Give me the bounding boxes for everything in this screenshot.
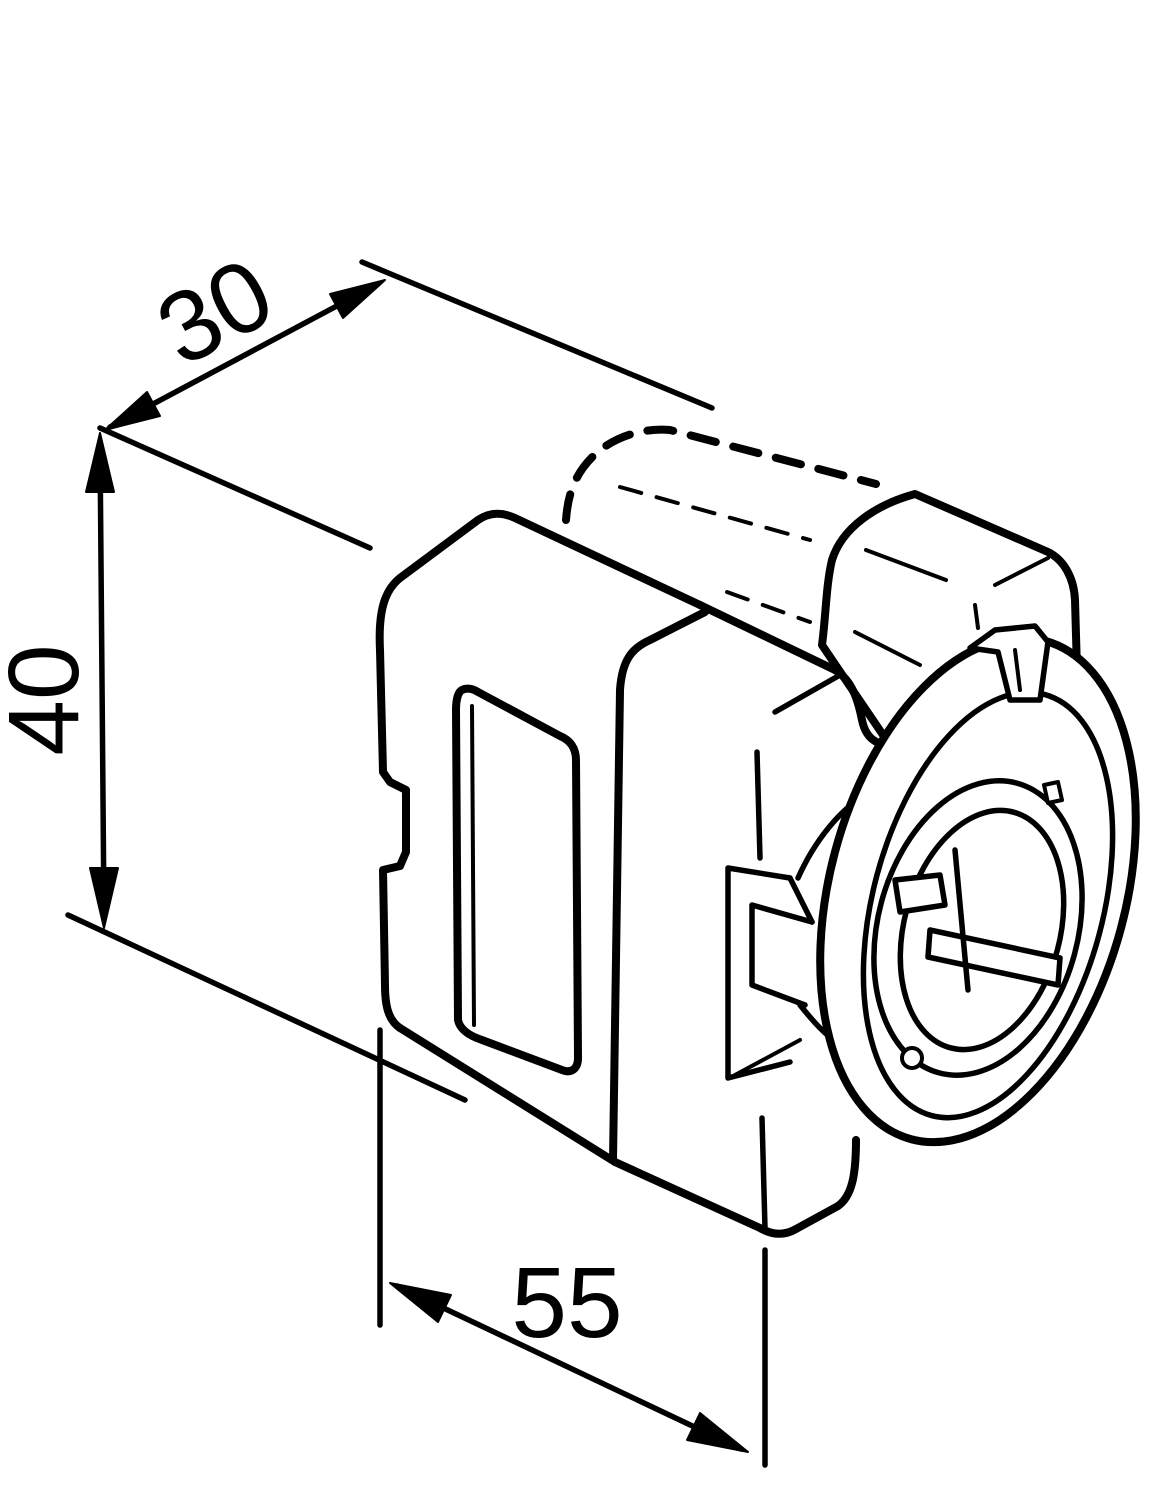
depth-extension-line xyxy=(359,259,715,411)
hidden-lower-edge xyxy=(725,590,812,624)
hidden-top-curve xyxy=(562,425,880,524)
connector-lower-edge xyxy=(733,1038,802,1077)
knob-edge-lower xyxy=(853,630,922,667)
side-connector xyxy=(725,865,815,1081)
front-block-outline xyxy=(375,509,704,1032)
height-label: 40 xyxy=(0,644,100,755)
height-dimension: 40 xyxy=(0,425,468,1103)
knob-edge-right xyxy=(993,556,1050,587)
mounting-ring xyxy=(795,623,1140,1147)
ring-inner xyxy=(860,689,1116,1121)
height-arrowhead-top xyxy=(85,432,115,493)
ring-latch-tab xyxy=(967,623,1051,703)
front-window xyxy=(452,684,582,1076)
hub-spoke xyxy=(952,847,971,993)
depth-arrowhead-start xyxy=(104,391,161,431)
depth-label: 30 xyxy=(140,236,291,387)
knob-edge-short xyxy=(973,603,980,630)
connector-plug xyxy=(749,902,815,1008)
knob-edge-upper xyxy=(864,548,948,582)
width-dimension: 55 xyxy=(377,1027,768,1468)
hub-key-block xyxy=(892,872,948,915)
middle-block-top-front-edge xyxy=(772,672,843,715)
hub-outer xyxy=(871,778,1085,1078)
width-dimension-line xyxy=(394,1283,744,1452)
ring-latch-slot xyxy=(1013,648,1022,692)
middle-block-left-edge xyxy=(609,608,709,1164)
hub-notch-bottom xyxy=(900,1046,924,1070)
depth-dimension: 30 xyxy=(104,236,715,431)
hub-notch-top xyxy=(1042,780,1064,805)
top-edge-extension-line xyxy=(97,425,373,551)
width-arrowhead-end xyxy=(686,1412,749,1453)
hidden-inner-edge xyxy=(618,485,812,542)
front-block-bottom-edge xyxy=(396,1024,619,1166)
middle-block-bottom-edge xyxy=(611,1136,860,1238)
front-window-inner-edge xyxy=(470,704,476,1027)
connector-frame xyxy=(725,865,793,1081)
depth-arrowhead-end xyxy=(329,279,386,319)
depth-dimension-line xyxy=(107,281,381,430)
connector-link xyxy=(787,875,815,925)
bottom-edge-extension-line xyxy=(65,912,468,1103)
middle-block-right-edge-lower xyxy=(759,1115,768,1231)
width-label: 55 xyxy=(511,1247,622,1359)
height-dimension-line xyxy=(97,442,107,918)
hidden-lines xyxy=(562,425,880,624)
height-arrowhead-bottom xyxy=(89,867,119,929)
width-arrowhead-start xyxy=(389,1282,452,1323)
middle-block-right-edge-upper xyxy=(754,749,763,861)
